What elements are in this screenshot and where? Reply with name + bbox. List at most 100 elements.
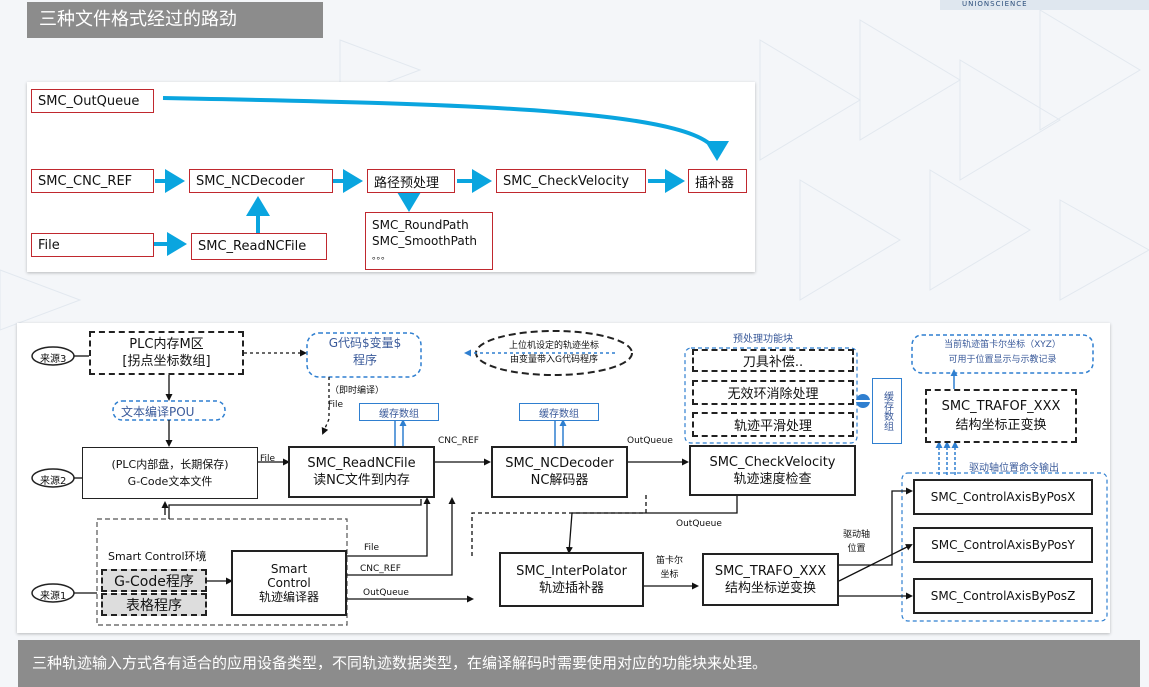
outqueue-label: OutQueue	[627, 436, 673, 446]
trafo-line2: 结构坐标逆变换	[724, 580, 816, 596]
control-axis-z-box: SMC_ControlAxisByPosZ	[913, 578, 1093, 614]
plc-disk-box: (PLC内部盘，长期保存) G-Code文本文件	[82, 447, 258, 499]
control-axis-y-box: SMC_ControlAxisByPosY	[913, 527, 1093, 563]
smart-control-env-frame	[96, 518, 348, 626]
drive-position-line2: 位置	[847, 544, 866, 554]
smc-ncdecoder-box: SMC_NCDecoder	[189, 169, 333, 193]
buffer-array-1: 缓存数组	[359, 403, 439, 421]
trafof-line1: SMC_TRAFOF_XXX	[941, 399, 1061, 414]
smoothpath-label: SMC_SmoothPath	[372, 234, 478, 248]
readncfile-line1: SMC_ReadNCFile	[307, 456, 416, 471]
readncfile-line2: 读NC文件到内存	[313, 473, 410, 488]
tool-compensation-box: 刀具补偿..	[692, 349, 854, 372]
gcode-variable-label: G代码$变量$ 程序	[313, 335, 417, 369]
preprocess-title: 预处理功能块	[733, 334, 793, 345]
current-coordinate-label: 当前轨迹笛卡尔坐标（XYZ） 可用于位置显示与示教记录	[914, 338, 1091, 368]
gcode-variable-line2: 程序	[352, 353, 377, 367]
immediate-compile-label: （即时编译）	[330, 386, 385, 396]
drive-position-label: 驱动轴 位置	[843, 528, 870, 556]
checkvelocity-box: SMC_CheckVelocity 轨迹速度检查	[689, 445, 856, 496]
current-coordinate-line1: 当前轨迹笛卡尔坐标（XYZ）	[944, 340, 1061, 350]
drive-axis-frame	[901, 472, 1108, 622]
cartesian-line2: 坐标	[660, 570, 679, 580]
upper-computer-line1: 上位机设定的轨迹坐标	[508, 341, 599, 351]
smoothing-functions-box: SMC_RoundPath SMC_SmoothPath 。。。	[365, 212, 493, 270]
footer-caption: 三种轨迹输入方式各有适合的应用设备类型，不同轨迹数据类型，在编译解码时需要使用对…	[18, 640, 1140, 687]
trafof-line2: 结构坐标正变换	[955, 418, 1047, 433]
top-diagram-arrows	[153, 96, 729, 256]
file-label-disk: File	[260, 454, 276, 464]
ncdecoder-line1: SMC_NCDecoder	[505, 456, 614, 471]
link-smart-file	[347, 497, 431, 557]
current-coordinate-frame	[911, 334, 1094, 374]
gcode-variable-frame	[306, 332, 422, 378]
drive-position-line1: 驱动轴	[843, 530, 871, 540]
interpolator-line1: SMC_InterPolator	[516, 563, 627, 579]
ncdecoder-box: SMC_NCDecoder NC解码器	[491, 446, 628, 498]
buffer-array-3: 缓存数组	[872, 378, 902, 444]
smart-control-line2: Control	[267, 576, 311, 590]
current-coordinate-line2: 可用于位置显示与示教记录	[948, 355, 1057, 365]
readncfile-box: SMC_ReadNCFile 读NC文件到内存	[288, 446, 435, 498]
plc-memory-box: PLC内存M区 [拐点坐标数组]	[89, 331, 244, 375]
page-title: 三种文件格式经过的路劲	[27, 2, 323, 38]
control-axis-x-box: SMC_ControlAxisByPosX	[913, 479, 1093, 515]
gcode-variable-line1: G代码$变量$	[328, 336, 402, 350]
outqueue-label-2: OutQueue	[676, 519, 722, 529]
table-program-box: 表格程序	[101, 593, 207, 616]
bottom-diagram-panel: 来源3 来源2 来源1 PLC内存M区 [拐点坐标数组] G代码$变量$ 程序 …	[17, 323, 1110, 633]
preprocess-frame	[684, 347, 858, 444]
text-compile-label: 文本编译POU	[121, 405, 195, 419]
smart-control-compiler-box: Smart Control 轨迹编译器	[231, 550, 347, 616]
path-smoothing-box: 轨迹平滑处理	[692, 412, 854, 437]
upper-computer-line2: 由变量带入G代码程序	[510, 355, 598, 365]
plc-memory-line2: [拐点坐标数组]	[122, 354, 211, 369]
ellipsis-label: 。。。	[372, 252, 391, 262]
link-trafo-to-axisx	[839, 487, 913, 566]
buffer-array-2: 缓存数组	[519, 403, 599, 421]
plc-memory-line1: PLC内存M区	[129, 337, 204, 352]
link-smart-cncref	[347, 497, 456, 576]
checkvelocity-line2: 轨迹速度检查	[733, 471, 812, 487]
roundpath-label: SMC_RoundPath	[372, 218, 469, 232]
file-box: File	[31, 233, 154, 257]
plc-disk-line1: (PLC内部盘，长期保存)	[111, 458, 229, 471]
company-logo: UNIONSCIENCE	[940, 0, 1149, 10]
trafof-box: SMC_TRAFOF_XXX 结构坐标正变换	[925, 389, 1077, 443]
link-trafo-to-axisy	[838, 544, 913, 582]
file-label-smart: File	[364, 543, 380, 553]
source1-label: 来源1	[40, 591, 67, 602]
source2-label: 来源2	[40, 476, 67, 487]
ncdecoder-line2: NC解码器	[530, 473, 589, 488]
cnc-ref-label: CNC_REF	[438, 436, 479, 446]
loop-elimination-box: 无效环消除处理	[692, 380, 854, 405]
trafo-line1: SMC_TRAFO_XXX	[714, 563, 827, 579]
path-preprocess-box: 路径预处理	[367, 169, 455, 193]
interpolator-box: 插补器	[688, 169, 747, 193]
link-check-to-interpolator	[565, 496, 738, 554]
drive-command-label: 驱动轴位置命令输出	[969, 463, 1059, 474]
cartesian-label: 笛卡尔 坐标	[656, 554, 683, 582]
checkvelocity-line1: SMC_CheckVelocity	[709, 454, 836, 470]
smc-readncfile-box: SMC_ReadNCFile	[191, 233, 327, 260]
logo-text: UNIONSCIENCE	[962, 0, 1028, 8]
trafo-box: SMC_TRAFO_XXX 结构坐标逆变换	[702, 553, 839, 606]
bottom-diagram-lines	[31, 330, 1108, 626]
gcode-program-box: G-Code程序	[101, 569, 207, 592]
link-env-to-disk	[168, 499, 422, 519]
interpolator-box: SMC_InterPolator 轨迹插补器	[499, 552, 644, 607]
link-gcodevar-to-readnc	[321, 377, 330, 435]
smart-control-env-label: Smart Control环境	[108, 550, 207, 563]
plc-disk-line2: G-Code文本文件	[127, 475, 213, 488]
cnc-ref-label-smart: CNC_REF	[360, 564, 401, 574]
upper-computer-label: 上位机设定的轨迹坐标 由变量带入G代码程序	[487, 339, 621, 367]
cartesian-line1: 笛卡尔	[656, 556, 684, 566]
smc-checkvelocity-box: SMC_CheckVelocity	[496, 169, 646, 193]
file-label-top: File	[328, 400, 344, 410]
smart-control-line1: Smart	[270, 562, 308, 576]
interpolator-line2: 轨迹插补器	[538, 580, 604, 596]
arrow-outqueue-to-interpolator	[162, 96, 729, 161]
smc-cnc-ref-box: SMC_CNC_REF	[31, 169, 154, 193]
smart-control-line3: 轨迹编译器	[258, 590, 319, 604]
outqueue-label-smart: OutQueue	[363, 588, 409, 598]
